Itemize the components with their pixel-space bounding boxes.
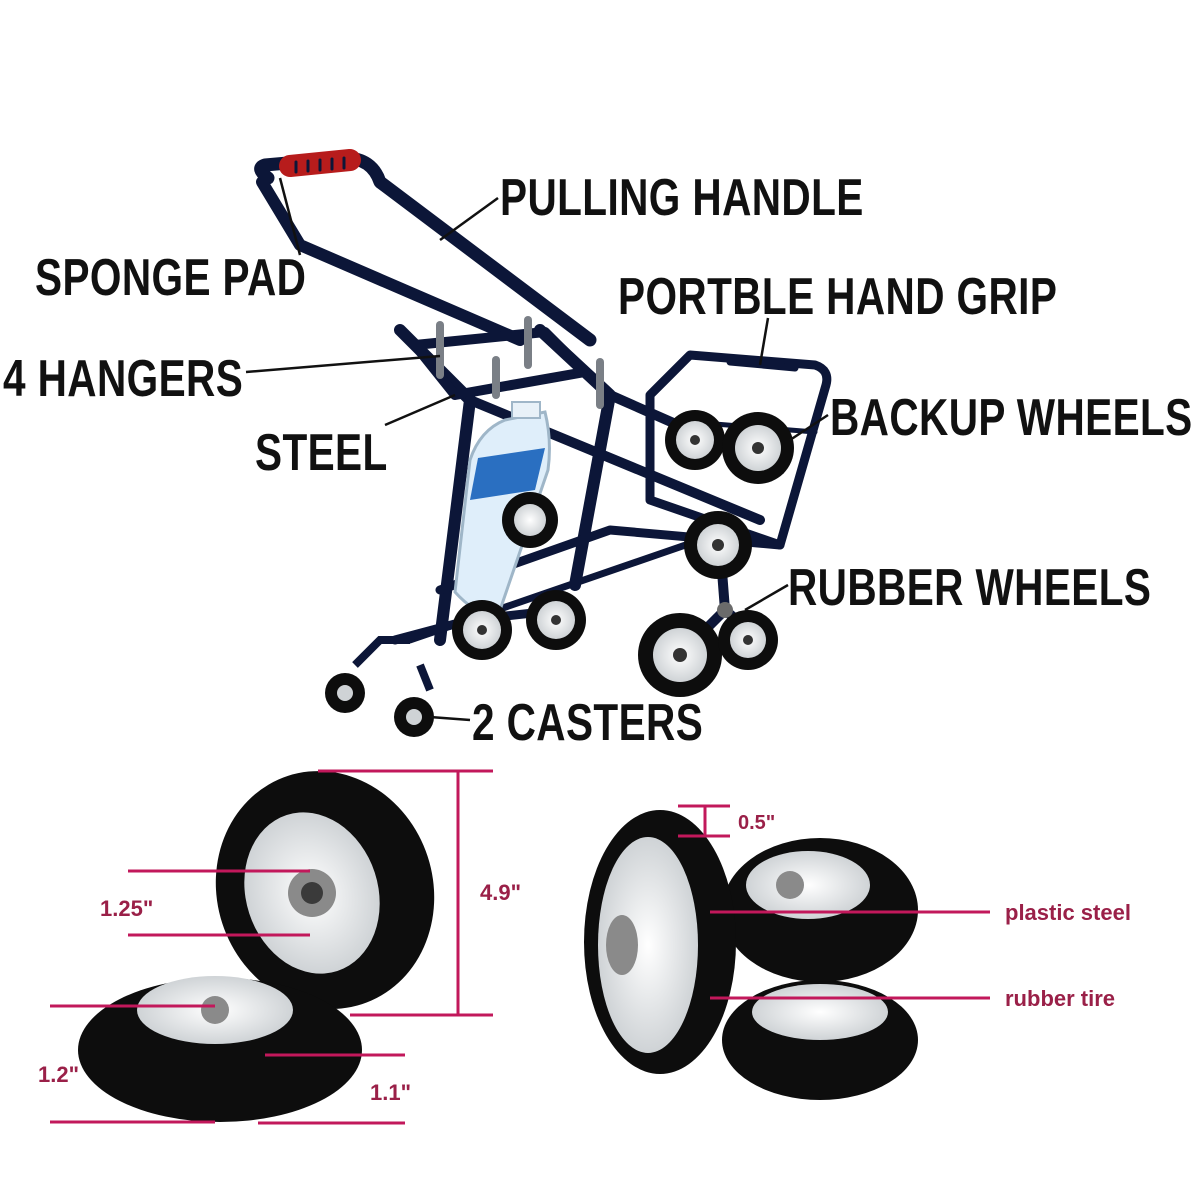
backup-wheels — [665, 410, 794, 484]
leader-casters — [429, 715, 471, 722]
callout-leaders — [245, 177, 829, 722]
backup-wheel-frame — [645, 350, 832, 550]
dim-rim-width: 1.1" — [370, 1080, 412, 1105]
rubber-wheels-cluster-left — [452, 492, 586, 660]
leader-pulling-handle — [439, 196, 499, 242]
rubber-wheels-cluster-right — [638, 511, 778, 697]
label-sponge-pad: SPONGE PAD — [35, 249, 307, 307]
label-steel: STEEL — [255, 424, 388, 482]
leader-steel — [384, 393, 456, 427]
label-rubber-tire: rubber tire — [1005, 986, 1116, 1011]
label-plastic-steel: plastic steel — [1005, 900, 1131, 925]
wheel-detail-left — [78, 771, 435, 1122]
dim-tire-width: 1.2" — [38, 1062, 80, 1087]
dim-hub-width: 1.25" — [100, 896, 154, 921]
label-hangers: 4 HANGERS — [3, 350, 244, 408]
dim-wheel-height: 4.9" — [480, 880, 522, 905]
dim-tread-depth: 0.5" — [738, 812, 776, 834]
leader-sponge-pad — [278, 177, 302, 256]
dimension-lines — [50, 769, 990, 1125]
label-backup-wheels: BACKUP WHEELS — [830, 389, 1193, 447]
wheel-detail-right — [584, 810, 918, 1100]
leader-hangers — [245, 354, 441, 374]
portable-hand-grip — [726, 358, 799, 372]
leader-rubber-wheels — [744, 583, 789, 612]
label-rubber-wheels: RUBBER WHEELS — [788, 559, 1152, 617]
label-portable-hand-grip: PORTBLE HAND GRIP — [618, 268, 1058, 326]
leader-portable-hand-grip — [758, 317, 770, 366]
casters — [325, 636, 434, 737]
pulling-handle-inner-bar — [256, 176, 526, 346]
label-pulling-handle: PULLING HANDLE — [500, 169, 864, 227]
leader-backup-wheels — [789, 413, 829, 442]
label-casters: 2 CASTERS — [472, 694, 704, 752]
